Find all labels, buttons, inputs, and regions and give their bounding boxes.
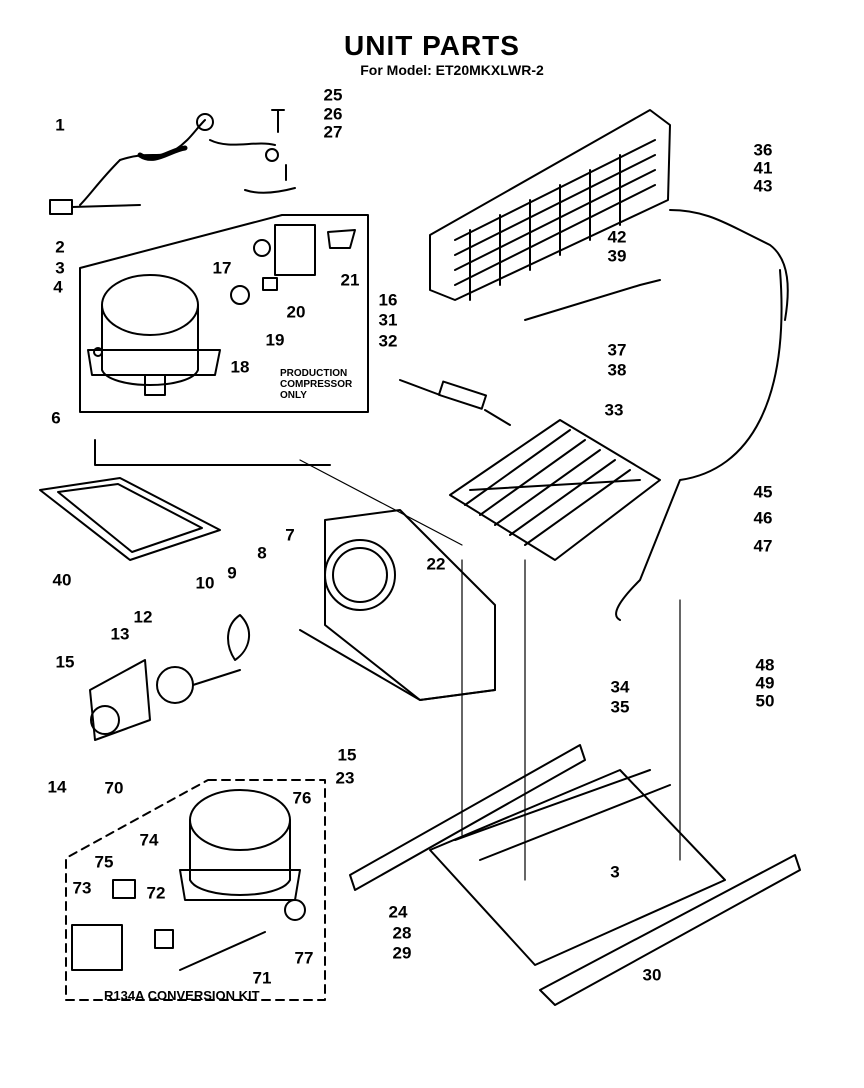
callout-70: 70 [104,778,124,798]
model-subtitle: For Model: ET20MKXLWR-2 [360,62,544,78]
callout-25: 25 [323,85,343,105]
callout-37: 37 [607,340,627,360]
callout-26: 26 [323,104,343,124]
callout-42: 42 [607,227,627,247]
callout-2: 2 [55,237,65,257]
callout-50: 50 [755,691,775,711]
callout-34: 34 [610,677,630,697]
callout-36: 36 [753,140,773,160]
callout-3: 3 [55,258,65,278]
callout-28: 28 [392,923,412,943]
drain-pan [39,477,221,561]
filter-drier [399,379,511,426]
callout-7: 7 [285,525,295,545]
kit-relay [71,879,306,971]
callout-8: 8 [257,543,267,563]
callout-77: 77 [294,948,314,968]
condenser-coil [429,109,789,321]
guide-lines [299,459,681,881]
callout-48: 48 [755,655,775,675]
callout-3-center: 3 [610,862,620,882]
callout-32: 32 [378,331,398,351]
callout-47: 47 [753,536,773,556]
callout-72: 72 [146,883,166,903]
production-compressor-box [79,214,369,413]
callout-27: 27 [323,122,343,142]
power-cord [49,113,276,215]
base-frame [349,744,801,1006]
callout-14: 14 [47,777,67,797]
callout-43: 43 [753,176,773,196]
relay-cover [230,224,356,305]
callout-38: 38 [607,360,627,380]
callout-40: 40 [52,570,72,590]
callout-1: 1 [55,115,65,135]
callout-35: 35 [610,697,630,717]
callout-49: 49 [755,673,775,693]
production-compressor-note: PRODUCTION COMPRESSOR ONLY [280,368,353,401]
callout-24: 24 [388,902,408,922]
callout-4: 4 [53,277,63,297]
production-compressor [87,274,221,396]
page-title: UNIT PARTS [344,30,520,61]
callout-31: 31 [378,310,398,330]
callout-13: 13 [110,624,130,644]
kit-label: R134A CONVERSION KIT [104,988,260,1003]
callout-76: 76 [292,788,312,808]
callout-46: 46 [753,508,773,528]
callout-33: 33 [604,400,624,420]
callout-17: 17 [212,258,232,278]
callout-29: 29 [392,943,412,963]
callout-10: 10 [195,573,215,593]
callout-74: 74 [139,830,159,850]
callout-30: 30 [642,965,662,985]
callout-19: 19 [265,330,285,350]
callout-39: 39 [607,246,627,266]
fan-shroud [94,439,496,701]
screw-group-25 [244,109,296,194]
callout-73: 73 [72,878,92,898]
callout-9: 9 [227,563,237,583]
callout-15-left: 15 [55,652,75,672]
callout-22: 22 [426,554,446,574]
conversion-kit-box [65,779,326,1001]
callout-20: 20 [286,302,306,322]
callout-45: 45 [753,482,773,502]
fan-motor [89,614,250,741]
callout-15-center: 15 [337,745,357,765]
callout-23: 23 [335,768,355,788]
callout-18: 18 [230,357,250,377]
tubing-45 [615,269,783,621]
callout-12: 12 [133,607,153,627]
callout-41: 41 [753,158,773,178]
callout-21: 21 [340,270,360,290]
callout-71: 71 [252,968,272,988]
evaporator-coil [449,419,661,561]
callout-16: 16 [378,290,398,310]
callout-6: 6 [51,408,61,428]
callout-75: 75 [94,852,114,872]
